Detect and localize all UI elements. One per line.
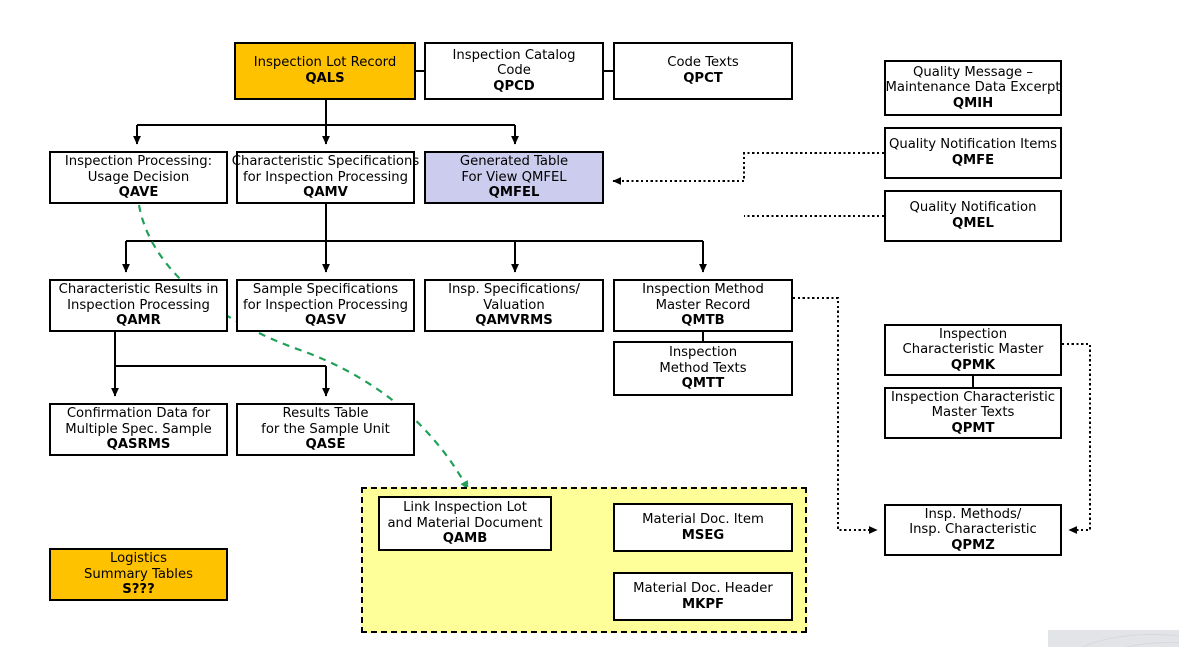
node-label-line: Sample Specifications	[252, 282, 399, 298]
node-label-line: Code Texts	[667, 55, 739, 71]
node-label-line: Inspection Characteristic	[890, 389, 1056, 405]
node-label-line: Link Inspection Lot	[403, 500, 527, 516]
node-table-name: QMIH	[952, 95, 994, 111]
node-table-name: QPCT	[683, 71, 723, 86]
node-qmih[interactable]: Quality Message –Maintenance Data Excerp…	[884, 60, 1062, 116]
node-label-line: Quality Notification Items	[888, 137, 1058, 153]
bottom-right-artifact	[1048, 630, 1179, 647]
node-table-name: MSEG	[681, 527, 725, 543]
node-label-line: Quality Message –	[913, 64, 1033, 80]
node-table-name: MKPF	[681, 596, 725, 612]
edge-qmfe-qmfel	[612, 151, 884, 185]
node-table-name: QALS	[305, 71, 345, 86]
node-label-line: Inspection Lot Record	[253, 55, 397, 71]
node-table-name: QASE	[305, 437, 346, 453]
node-label-line: for the Sample Unit	[261, 421, 390, 437]
node-label-line: Code	[497, 63, 531, 79]
node-label-line: Material Doc. Item	[642, 511, 764, 527]
node-label-line: Maintenance Data Excerpt	[885, 80, 1061, 96]
node-label-line: Inspection Catalog	[452, 47, 576, 63]
node-label-line: Insp. Specifications/	[448, 282, 580, 298]
node-label-line: Inspection	[938, 326, 1008, 342]
node-label-line: Confirmation Data for	[66, 406, 211, 422]
node-table-name: QAMR	[116, 313, 161, 329]
node-table-name: QAMB	[442, 531, 488, 547]
node-label-line: Method Texts	[659, 360, 747, 376]
node-table-name: QASV	[304, 313, 347, 329]
node-table-name: QAMVRMS	[475, 313, 553, 329]
node-label-line: Inspection Method	[642, 282, 764, 298]
node-label-line: For View QMFEL	[461, 169, 567, 185]
node-table-name: QASRMS	[106, 437, 171, 453]
node-label-line: Logistics	[109, 551, 168, 567]
node-label-line: Master Record	[655, 297, 751, 313]
node-label-line: Results Table	[282, 406, 369, 422]
node-label-line: and Material Document	[387, 515, 543, 531]
edge-qpmk-qpmz	[1062, 342, 1092, 534]
node-table-name: QPMT	[951, 420, 995, 436]
node-label-line: Inspection Processing	[67, 297, 210, 313]
node-table-name: QMFE	[951, 153, 995, 168]
node-label-line: Valuation	[483, 297, 545, 313]
node-table-name: S???	[122, 582, 155, 598]
node-label-line: Insp. Methods/	[924, 506, 1022, 522]
node-label-line: Summary Tables	[84, 566, 193, 582]
node-label-line: Usage Decision	[87, 169, 190, 185]
node-label-line: Inspection	[668, 345, 738, 361]
node-table-name: QAVE	[118, 185, 159, 201]
node-label-line: Characteristic Master	[902, 342, 1044, 358]
node-table-name: QMFEL	[488, 185, 540, 201]
node-table-name: QMTT	[681, 376, 725, 392]
node-label-line: Characteristic Results in	[58, 282, 219, 298]
node-label-line: Inspection Processing:	[64, 154, 213, 170]
node-label-line: for Inspection Processing	[242, 297, 409, 313]
node-label-line: Generated Table	[459, 154, 569, 170]
node-table-name: QPMK	[950, 357, 996, 373]
node-table-name: QPMZ	[951, 537, 995, 553]
node-label-line: Multiple Spec. Sample	[65, 421, 212, 437]
node-table-name: QMEL	[952, 216, 994, 231]
node-label-line: Master Texts	[931, 405, 1015, 421]
node-table-name: QPCD	[493, 78, 535, 94]
node-label-line: Material Doc. Header	[633, 580, 773, 596]
node-label-line: Insp. Characteristic	[909, 522, 1037, 538]
node-label-line: for Inspection Processing	[242, 169, 409, 185]
node-table-name: QAMV	[303, 185, 348, 201]
node-label-line: Characteristic Specifications	[231, 154, 420, 170]
node-label-line: Quality Notification	[909, 200, 1037, 216]
node-table-name: QMTB	[681, 313, 725, 329]
